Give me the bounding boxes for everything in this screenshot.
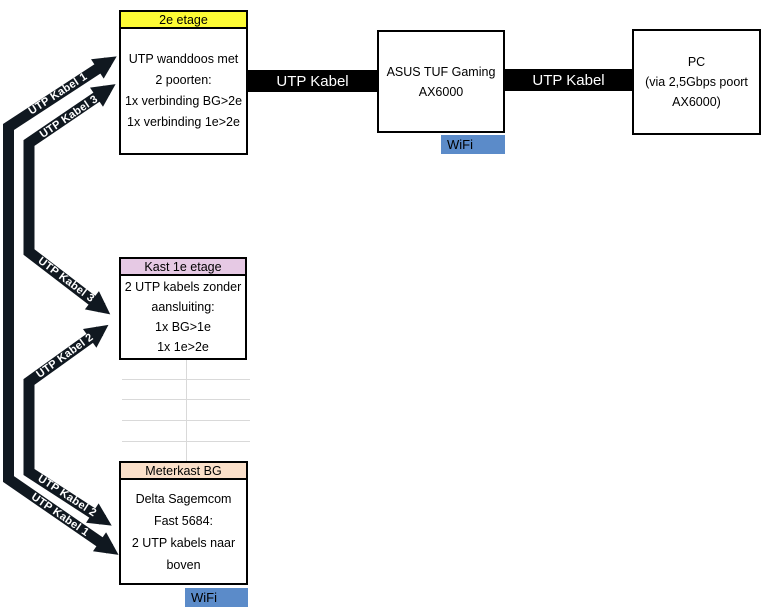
floor2-text-line: 1x verbinding BG>2e (124, 94, 243, 108)
floor2-text-line: 2 poorten: (155, 73, 212, 87)
router-wifi-badge: WiFi (441, 135, 505, 154)
router-text-line: AX6000 (418, 84, 464, 99)
utp-cable-1-arrow (3, 56, 119, 555)
meterkast-text-line: Delta Sagemcom (135, 491, 232, 506)
floor1-text-line: 1x BG>1e (155, 320, 211, 334)
floor2-text-line: 1x verbinding 1e>2e (127, 115, 240, 129)
floor2-header: 2e etage (119, 10, 248, 29)
meterkast-text-line: boven (166, 557, 201, 572)
floor2-text-line: UTP wanddoos met (128, 52, 239, 66)
router-box: ASUS TUF Gaming AX6000 (377, 30, 505, 133)
floor1-cabinet-box: 2 UTP kabels zonder aansluiting: 1x BG>1… (119, 274, 247, 360)
floor2-wallbox: UTP wanddoos met 2 poorten: 1x verbindin… (119, 27, 248, 155)
router-text-line: ASUS TUF Gaming (386, 64, 496, 79)
floor1-text-line: aansluiting: (151, 300, 215, 314)
meterkast-text-line: 2 UTP kabels naar (131, 535, 236, 550)
meterkast-modem-box: Delta Sagemcom Fast 5684: 2 UTP kabels n… (119, 478, 248, 585)
pc-text-line: AX6000) (672, 95, 721, 109)
utp-kabel-connector-router: UTP Kabel (248, 70, 377, 92)
floor1-text-line: 1x 1e>2e (157, 340, 209, 354)
utp-cable-3-label-mid: UTP Kabel 3 (36, 255, 97, 305)
meterkast-text-line: Fast 5684: (153, 513, 214, 528)
floor1-text-line: 2 UTP kabels zonder (124, 280, 242, 294)
pc-box: PC (via 2,5Gbps poort AX6000) (632, 29, 761, 135)
utp-cable-2-label-mid: UTP Kabel 2 (34, 331, 95, 380)
meterkast-wifi-badge: WiFi (185, 588, 248, 607)
spreadsheet-gridlines (122, 360, 250, 461)
utp-kabel-connector-pc: UTP Kabel (505, 69, 632, 91)
utp-cable-2-arrow (23, 324, 112, 526)
utp-cable-3-arrow (23, 84, 116, 315)
pc-text-line: PC (687, 55, 706, 69)
pc-text-line: (via 2,5Gbps poort (645, 75, 748, 89)
